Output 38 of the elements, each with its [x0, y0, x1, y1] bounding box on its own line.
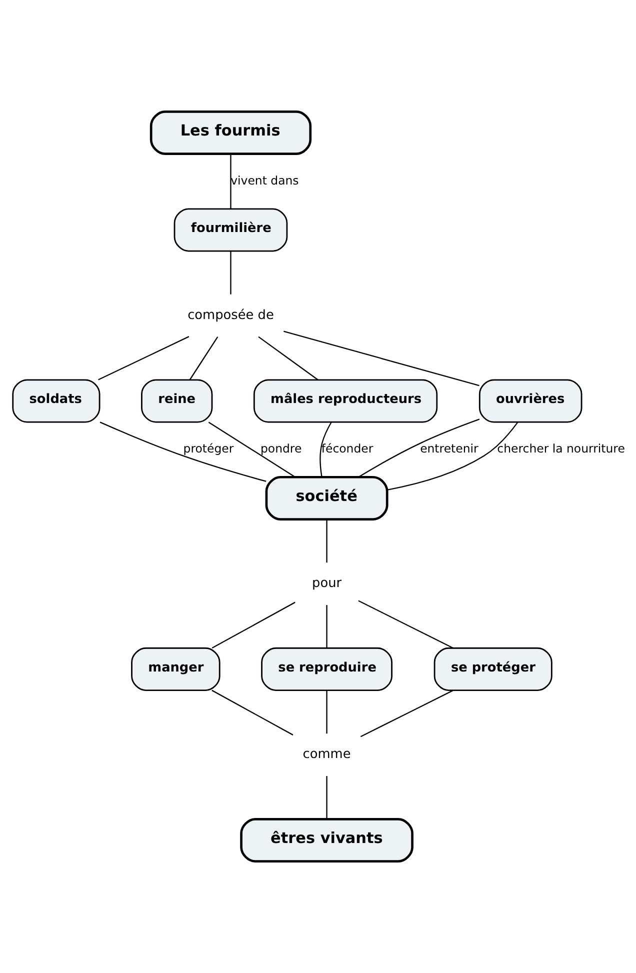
- edge-label: chercher la nourriture: [497, 442, 625, 456]
- node-box: fourmilière: [174, 208, 288, 252]
- node-text: composée de: [188, 308, 274, 323]
- node-box: reine: [141, 379, 213, 423]
- connector: [212, 602, 296, 649]
- node-box: manger: [131, 647, 220, 691]
- node-box: êtres vivants: [240, 818, 414, 862]
- connector: [284, 330, 480, 386]
- connector: [358, 600, 454, 649]
- connector: [100, 422, 266, 482]
- edge-label: protéger: [183, 442, 234, 456]
- edge-label: féconder: [321, 442, 374, 456]
- node-box: se protéger: [434, 647, 552, 691]
- connector: [230, 154, 232, 209]
- connector: [189, 336, 218, 380]
- connector: [208, 422, 296, 478]
- node-box: société: [265, 476, 388, 520]
- node-text: pour: [312, 576, 342, 591]
- node-box: ouvrières: [478, 379, 582, 423]
- connector: [358, 418, 480, 478]
- connector: [320, 422, 332, 477]
- node-text: comme: [302, 747, 351, 762]
- connector: [326, 520, 328, 563]
- edge-label: pondre: [260, 442, 302, 456]
- connector: [230, 251, 232, 294]
- node-box: Les fourmis: [150, 110, 312, 156]
- connector: [98, 336, 190, 380]
- connector: [258, 336, 318, 380]
- connector: [360, 690, 454, 738]
- connector: [212, 690, 294, 736]
- node-box: mâles reproducteurs: [253, 379, 438, 423]
- node-box: soldats: [12, 379, 100, 423]
- connector: [326, 690, 328, 734]
- edge-label: entretenir: [420, 442, 478, 456]
- connector: [326, 605, 328, 648]
- node-box: se reproduire: [261, 647, 392, 691]
- connector: [387, 422, 518, 490]
- connector: [326, 776, 328, 820]
